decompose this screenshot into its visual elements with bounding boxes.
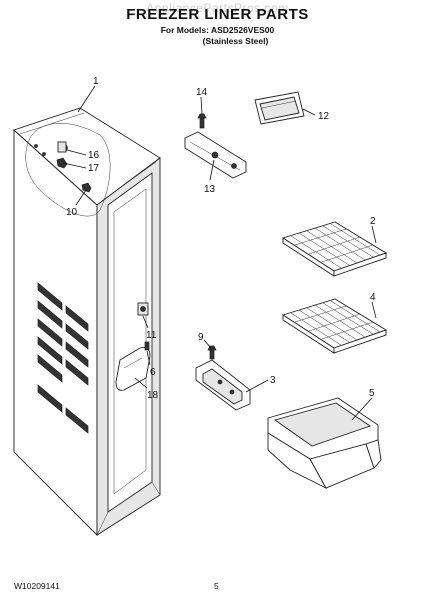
callout-17: 17 xyxy=(88,163,100,174)
vent-cover-part-12 xyxy=(254,91,305,125)
callout-numbers: 1 16 17 10 14 12 13 2 4 3 5 9 11 6 18 xyxy=(66,76,376,401)
callout-6: 6 xyxy=(150,367,156,378)
wire-shelf-part-2 xyxy=(281,221,388,277)
callout-11: 11 xyxy=(146,330,157,341)
callout-3: 3 xyxy=(270,375,276,386)
screw-part-9 xyxy=(207,345,217,360)
storage-bin-part-5 xyxy=(267,397,382,490)
page-number: 5 xyxy=(214,581,219,591)
screw-part-14 xyxy=(197,113,207,129)
freezer-liner-part-1 xyxy=(13,107,161,537)
callout-14: 14 xyxy=(196,87,208,98)
models-line: For Models: ASD2526VES00 xyxy=(160,25,275,35)
liner-vent-slots xyxy=(37,282,89,434)
part-6-screw xyxy=(144,341,150,351)
callout-16: 16 xyxy=(88,150,100,161)
callout-10: 10 xyxy=(66,207,78,218)
leader-lines xyxy=(62,85,377,421)
callout-9: 9 xyxy=(198,332,204,343)
wire-shelf-part-4 xyxy=(281,298,388,354)
callout-2: 2 xyxy=(370,216,376,227)
callout-4: 4 xyxy=(370,292,376,303)
callout-13: 13 xyxy=(204,184,216,195)
part-11-clip xyxy=(137,302,149,316)
page-title: FREEZER LINER PARTS xyxy=(126,6,309,23)
variant-line: (Stainless Steel) xyxy=(202,36,269,46)
part-18-tube xyxy=(115,346,151,391)
callout-1: 1 xyxy=(93,76,99,87)
watermark-text: AppliancePartsPros.com xyxy=(146,1,289,15)
bracket-part-13 xyxy=(184,131,247,179)
shelf-support-part-3 xyxy=(195,359,251,411)
callout-5: 5 xyxy=(369,388,375,399)
callout-12: 12 xyxy=(318,111,330,122)
liner-fasteners xyxy=(34,141,92,193)
document-number: W10209141 xyxy=(14,581,60,591)
callout-18: 18 xyxy=(147,390,159,401)
